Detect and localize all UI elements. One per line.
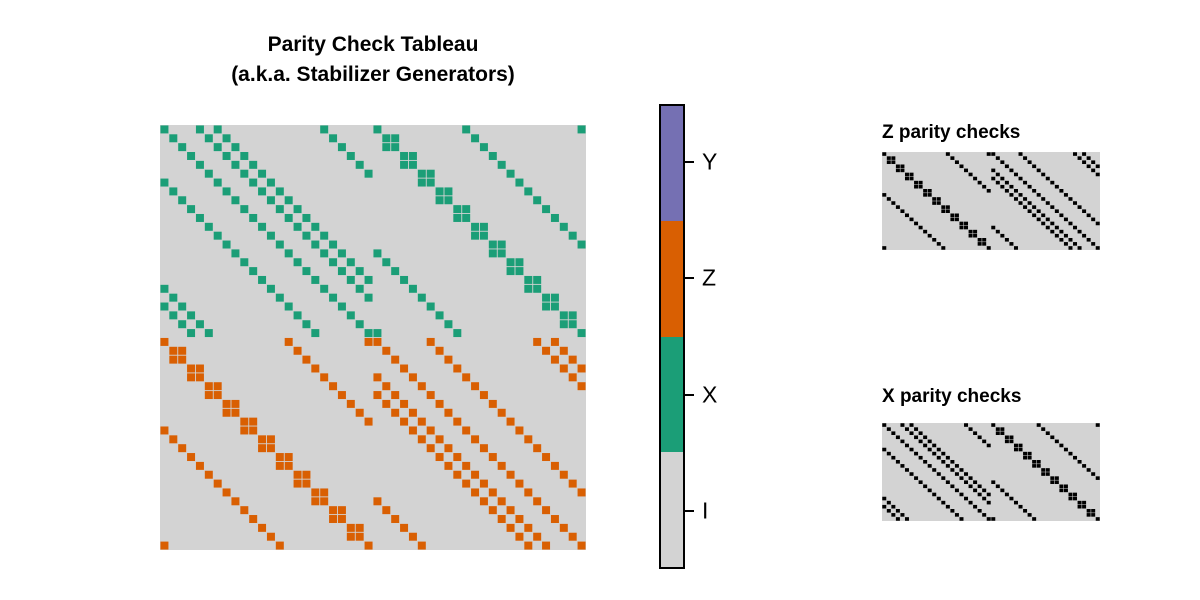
- main-title: Parity Check Tableau (a.k.a. Stabilizer …: [160, 30, 586, 90]
- parity-check-tableau-heatmap: [160, 125, 586, 550]
- colorbar-segment-Y: [661, 106, 683, 222]
- x-parity-checks-title: X parity checks: [882, 386, 1022, 407]
- z-parity-checks-title: Z parity checks: [882, 122, 1021, 143]
- main-title-line2: (a.k.a. Stabilizer Generators): [231, 63, 515, 86]
- colorbar-label-I: I: [702, 497, 709, 524]
- colorbar-segment-Z: [661, 221, 683, 337]
- main-title-line1: Parity Check Tableau: [267, 33, 479, 56]
- x-parity-checks-heatmap: [882, 423, 1100, 521]
- colorbar-label-Y: Y: [702, 148, 718, 175]
- colorbar-label-Z: Z: [702, 264, 717, 291]
- colorbar-tick-X: [685, 393, 694, 396]
- colorbar-segment-I: [661, 451, 683, 567]
- colorbar: Y Z X I: [659, 104, 717, 569]
- colorbar-bar: [659, 104, 685, 569]
- colorbar-tick-Z: [685, 277, 694, 280]
- colorbar-tick-I: [685, 509, 694, 512]
- colorbar-segment-X: [661, 336, 683, 452]
- z-parity-checks-heatmap: [882, 152, 1100, 250]
- colorbar-tick-Y: [685, 161, 694, 164]
- colorbar-label-X: X: [702, 381, 718, 408]
